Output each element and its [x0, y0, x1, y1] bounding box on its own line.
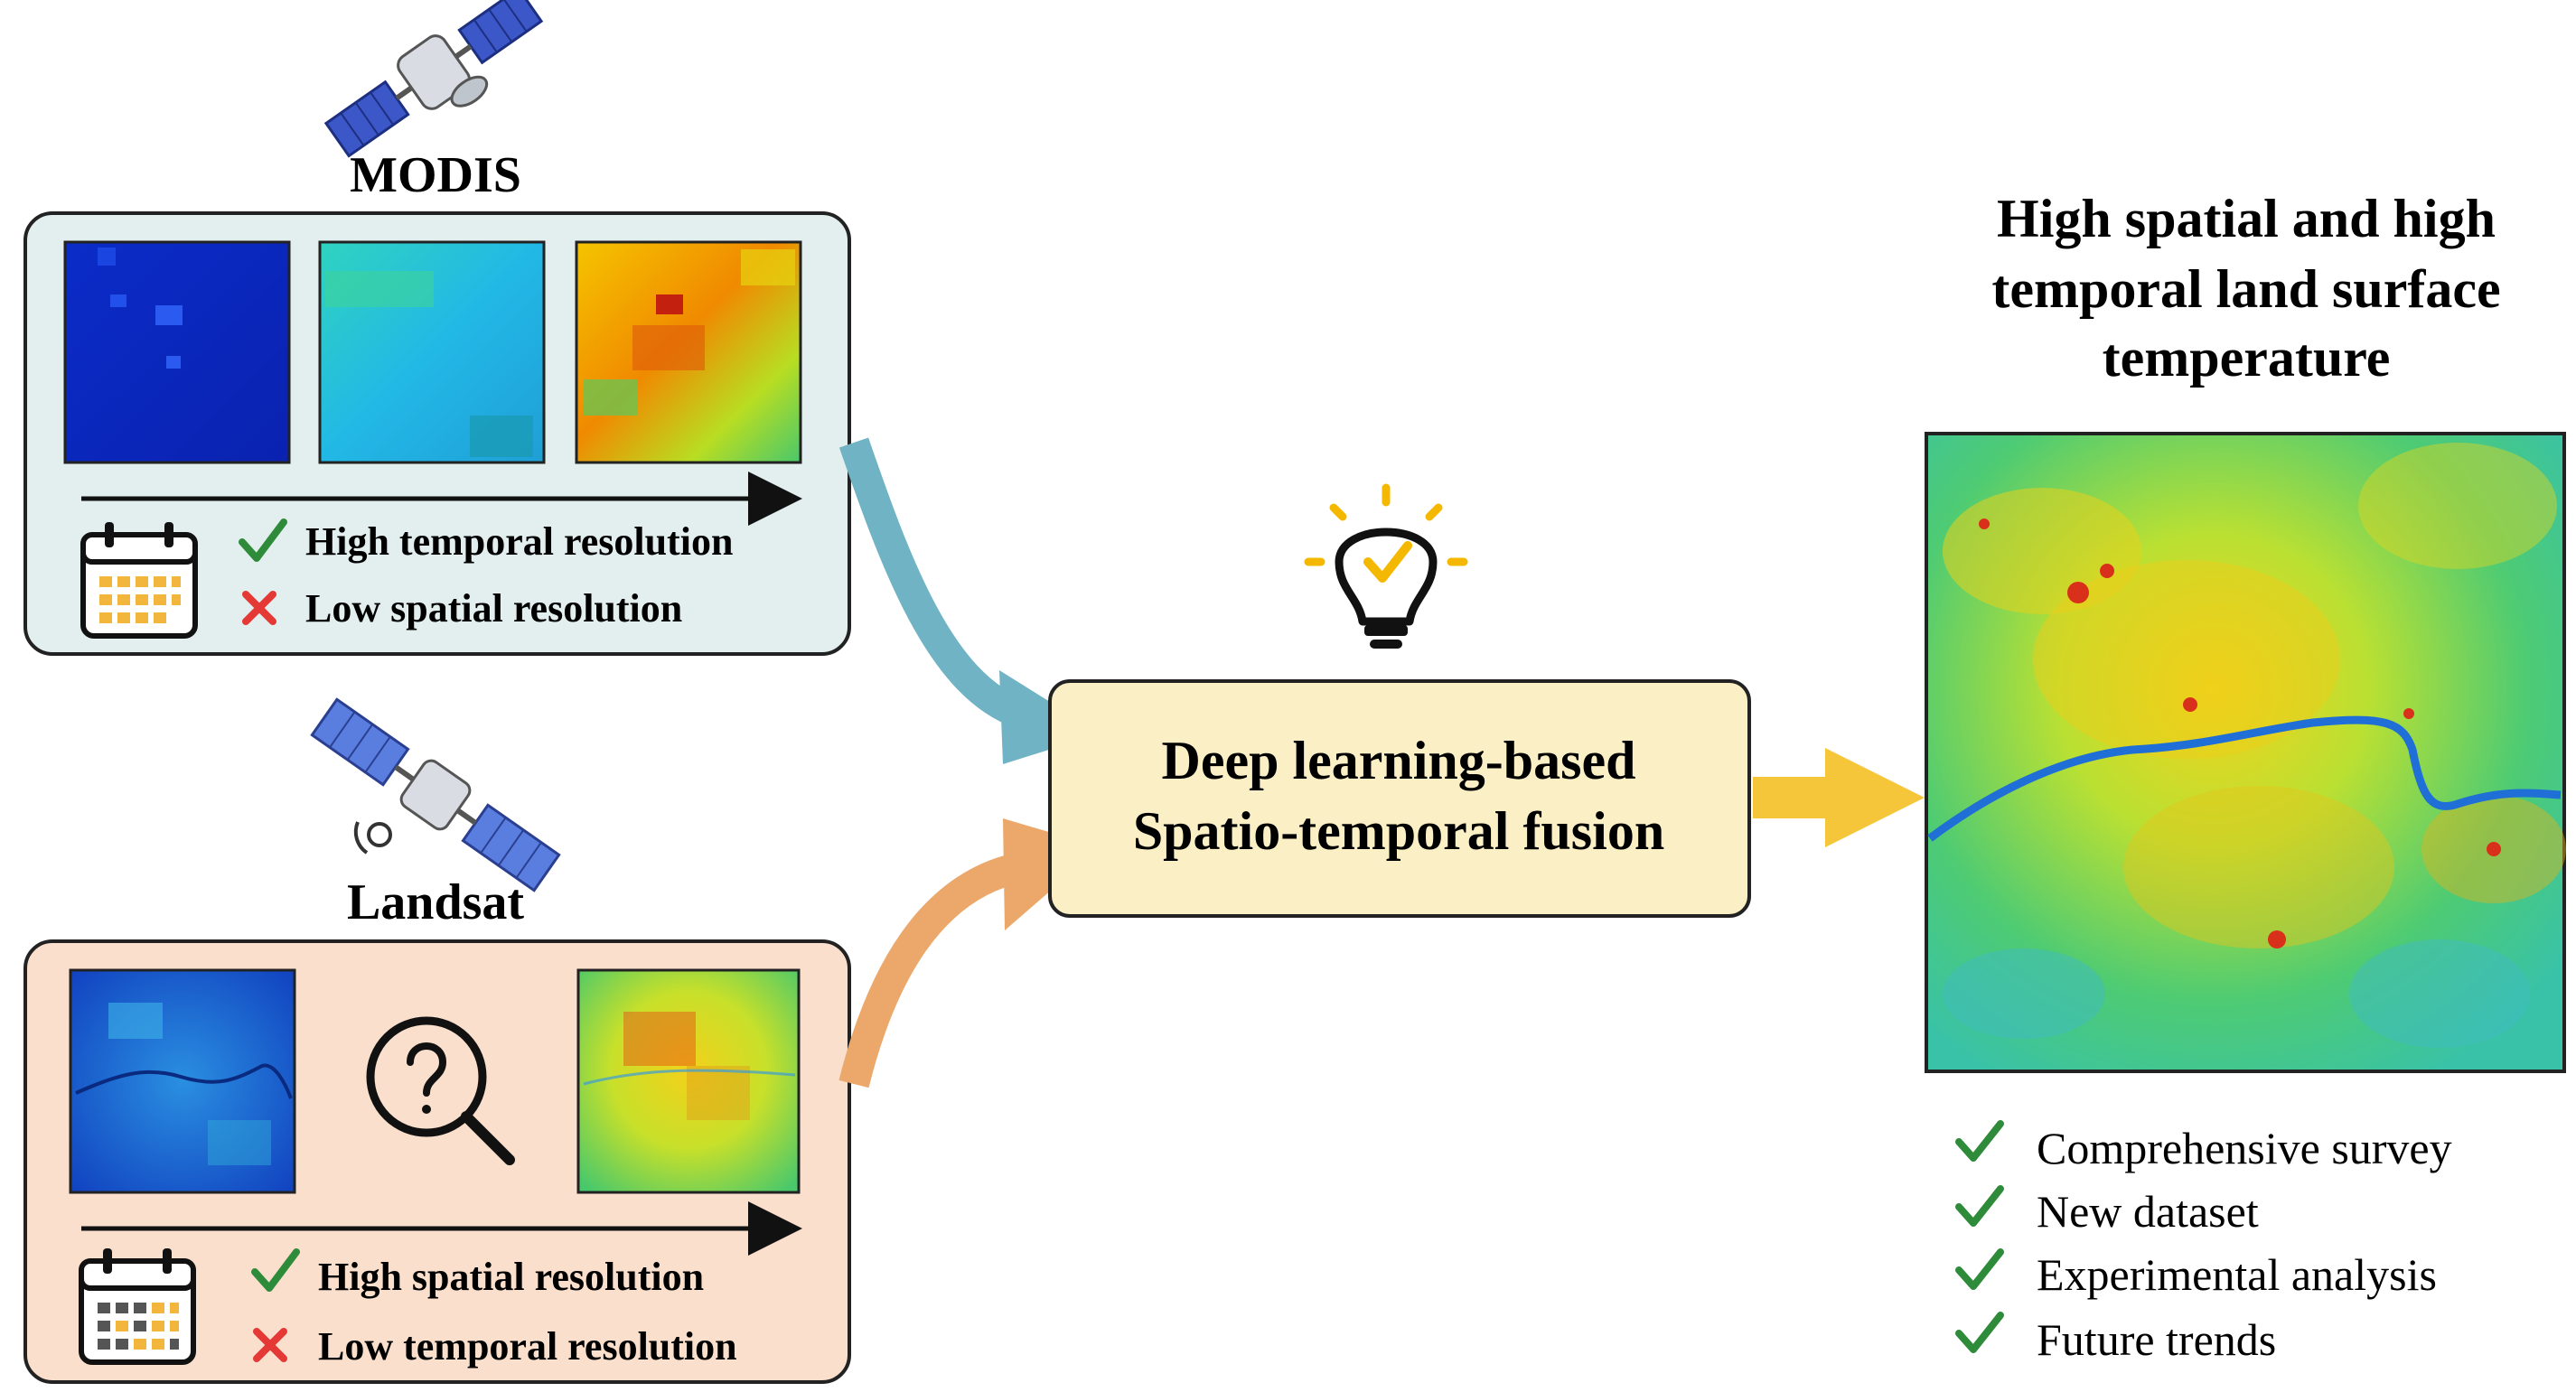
calendar-icon	[79, 1248, 196, 1365]
modis-title: MODIS	[350, 147, 521, 203]
check-icon	[251, 1248, 300, 1292]
modis-image-3	[575, 240, 802, 464]
fusion-box	[1048, 679, 1751, 918]
output-title-line-3: temperature	[2103, 328, 2391, 388]
landsat-cons-text: Low temporal resolution	[318, 1324, 737, 1369]
lightbulb-icon	[1304, 483, 1468, 649]
output-lst-image	[1925, 432, 2566, 1073]
fusion-line-2: Spatio-temporal fusion	[1133, 801, 1664, 861]
checklist-item: Experimental analysis	[2037, 1249, 2437, 1300]
check-icon	[239, 518, 287, 562]
modis-image-1	[63, 240, 291, 464]
fusion-line-1: Deep learning-based	[1162, 731, 1636, 790]
landsat-image-1	[69, 968, 296, 1194]
modis-cons-text: Low spatial resolution	[305, 586, 682, 631]
magnifier-question-icon	[366, 1016, 515, 1165]
check-icon	[1955, 1248, 2004, 1290]
check-icon	[1955, 1120, 2004, 1162]
landsat-title: Landsat	[347, 874, 524, 930]
checklist-item: New dataset	[2037, 1186, 2259, 1237]
output-title-line-1: High spatial and high	[1997, 189, 2496, 248]
checklist-item: Future trends	[2037, 1314, 2276, 1365]
calendar-icon	[80, 522, 198, 639]
cross-icon	[253, 1328, 287, 1362]
checklist-item: Comprehensive survey	[2037, 1123, 2452, 1173]
modis-pros-text: High temporal resolution	[305, 519, 733, 564]
satellite-icon	[323, 0, 544, 158]
satellite-icon	[310, 697, 561, 892]
check-icon	[1955, 1312, 2004, 1353]
output-checklist: Comprehensive survey New dataset Experim…	[1955, 1120, 2452, 1365]
landsat-pros-text: High spatial resolution	[318, 1255, 704, 1299]
arrow-fusion-to-output	[1753, 748, 1925, 847]
cross-icon	[242, 591, 276, 625]
landsat-image-2	[576, 968, 801, 1194]
modis-image-2	[318, 240, 546, 464]
output-title-line-2: temporal land surface	[1991, 259, 2500, 319]
check-icon	[1955, 1185, 2004, 1227]
